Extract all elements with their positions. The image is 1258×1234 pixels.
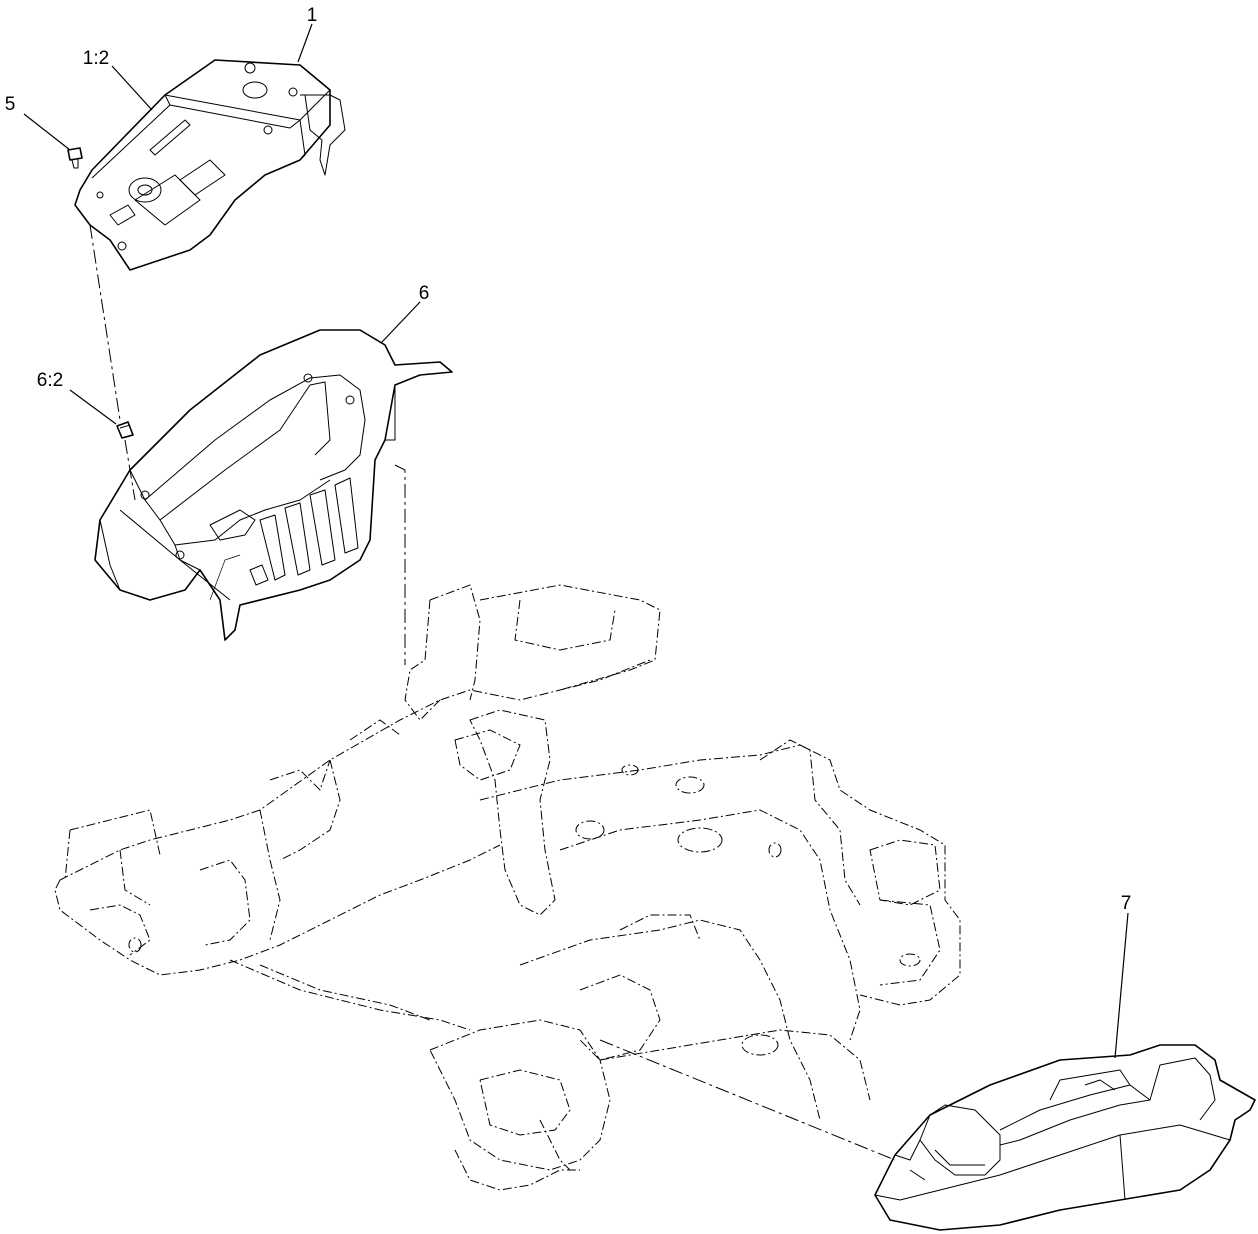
callout-1-leader xyxy=(297,23,313,63)
callout-6-label: 6 xyxy=(419,283,430,304)
callout-1-label: 1 xyxy=(307,5,318,26)
part-1-cover-plate xyxy=(74,59,346,271)
part-6-2-clip xyxy=(116,421,134,439)
part-7-console-bin xyxy=(874,1044,1256,1231)
callout-5-leader xyxy=(23,113,71,151)
callout-7-leader xyxy=(1114,912,1129,1059)
callout-5-label: 5 xyxy=(5,94,16,115)
part-5-screw xyxy=(67,147,83,169)
callouts: 1 1:2 5 6 6:2 7 xyxy=(5,5,1132,1059)
callout-6-leader xyxy=(381,301,421,343)
callout-7-label: 7 xyxy=(1121,893,1132,914)
chassis-frame xyxy=(54,584,961,1191)
part-6-console-housing xyxy=(94,329,453,641)
callout-1-2-leader xyxy=(111,65,153,111)
callout-6-2-leader xyxy=(69,389,117,425)
assembly-lines xyxy=(89,224,896,1161)
callout-6-2-label: 6:2 xyxy=(37,370,63,391)
callout-1-2-label: 1:2 xyxy=(83,48,109,69)
